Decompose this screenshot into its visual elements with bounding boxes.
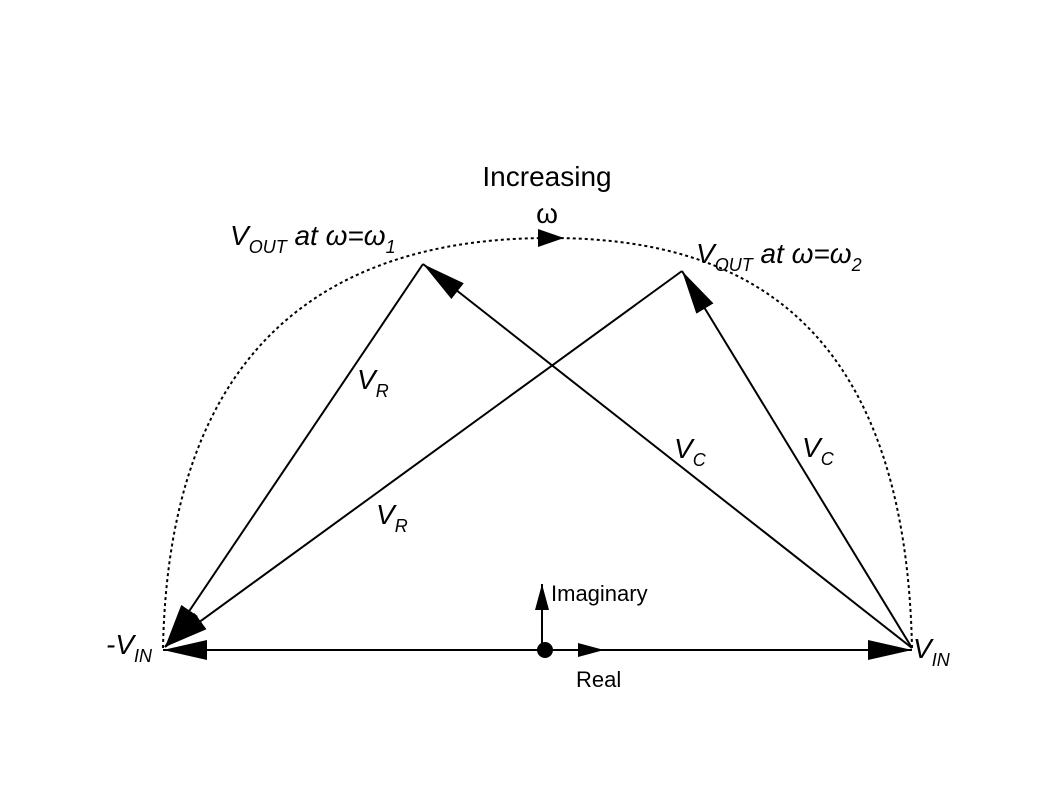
vout1-main: V <box>230 220 251 251</box>
vin-sub: IN <box>932 650 951 670</box>
vc-mid-sub: C <box>693 450 707 470</box>
vout1-sub: OUT <box>249 237 289 257</box>
vr-mid-label: VR <box>376 499 408 536</box>
omega-label: ω <box>536 198 558 229</box>
vout2-main: V <box>696 238 717 269</box>
vout2-sub: OUT <box>715 255 755 275</box>
vr-vector-omega1 <box>164 263 424 648</box>
vc-right-sub: C <box>821 449 835 469</box>
vin-label: VIN <box>913 633 951 670</box>
vout-omega1-label: VOUT at ω=ω1 <box>230 220 396 257</box>
vin-main: V <box>913 633 934 664</box>
increasing-label: Increasing <box>482 161 611 192</box>
imaginary-axis-label: Imaginary <box>551 581 648 606</box>
vout1-sub2: 1 <box>386 237 396 257</box>
vout-locus-arc <box>162 236 913 649</box>
vc-mid-main: V <box>674 433 695 464</box>
neg-vin-label: -VIN <box>106 629 153 666</box>
vout2-rest: at ω=ω <box>753 238 852 269</box>
vc-right-main: V <box>802 432 823 463</box>
neg-vin-sub: IN <box>134 646 153 666</box>
vr-vector-omega2 <box>164 270 683 648</box>
vr-left-sub: R <box>376 381 389 401</box>
vc-vector-omega1 <box>422 263 913 649</box>
neg-vin-main: -V <box>106 629 136 660</box>
vr-mid-main: V <box>376 499 397 530</box>
vr-left-main: V <box>357 364 378 395</box>
vc-mid-label: VC <box>674 433 707 470</box>
vr-left-label: VR <box>357 364 389 401</box>
vout1-rest: at ω=ω <box>287 220 386 251</box>
real-axis-label: Real <box>576 667 621 692</box>
vr-mid-sub: R <box>395 516 408 536</box>
increasing-omega-arrowhead <box>538 229 564 247</box>
vc-right-label: VC <box>802 432 835 469</box>
vout2-sub2: 2 <box>851 255 862 275</box>
vc-vector-omega2 <box>681 270 913 649</box>
vout-omega2-label: VOUT at ω=ω2 <box>696 238 862 275</box>
